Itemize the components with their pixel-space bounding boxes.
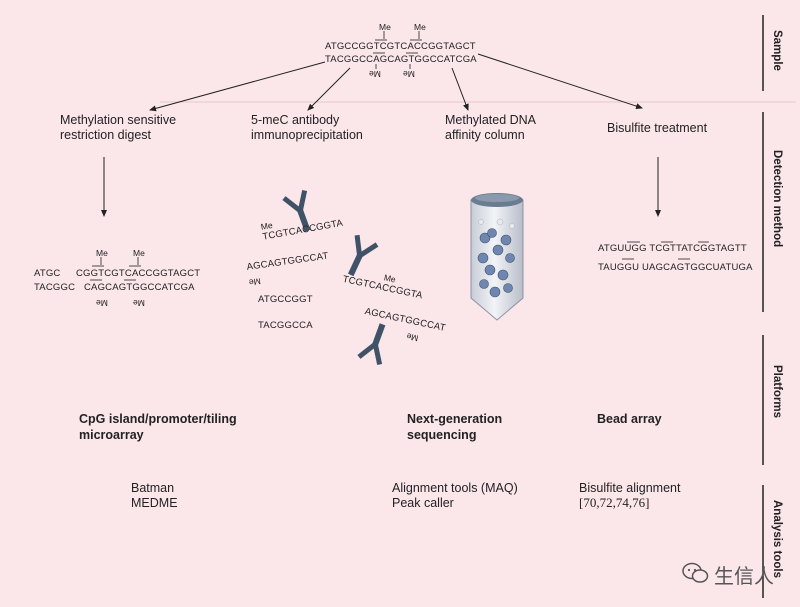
sample-top-strand: ATGCCGGTCGTCACCGGTAGCT bbox=[325, 41, 476, 52]
bound-beads bbox=[477, 228, 515, 298]
digest-top-right: CGGTCGTCACCGGTAGCT bbox=[76, 268, 201, 279]
digest-bottom-right: CAGCAGTGGCCATCGA bbox=[84, 282, 195, 293]
method-affinity-line1: Methylated DNA bbox=[445, 113, 537, 127]
arrow-to-bisulfite bbox=[477, 53, 643, 109]
me-label: Me bbox=[96, 248, 108, 258]
platform-ngs-line2: sequencing bbox=[407, 428, 477, 442]
tool-batman: Batman bbox=[131, 481, 175, 495]
me-label: Me bbox=[379, 22, 391, 32]
tool-alignment-maq: Alignment tools (MAQ) bbox=[392, 481, 518, 495]
antibody-icon bbox=[282, 190, 311, 232]
ip-fragment-3: ATGCCGGT bbox=[258, 294, 313, 305]
bisulfite-bottom-strand: TAUGGU UAGCAGTGGCUATUGA bbox=[598, 262, 753, 273]
tool-references: [70,72,74,76] bbox=[579, 495, 650, 510]
arrow-to-antibody bbox=[307, 67, 351, 111]
platform-microarray-line2: microarray bbox=[79, 428, 144, 442]
arrow-to-restriction bbox=[149, 61, 326, 112]
watermark-text: 生信人 bbox=[714, 566, 774, 588]
me-label: Me bbox=[414, 22, 426, 32]
tool-medme: MEDME bbox=[131, 496, 178, 510]
antibody-icon bbox=[347, 234, 379, 277]
method-bisulfite: Bisulfite treatment bbox=[607, 121, 708, 135]
bisulfite-top-strand: ATGUUGG TCGTTATCGGTAGTT bbox=[598, 243, 747, 254]
method-antibody-line2: immunoprecipitation bbox=[251, 128, 363, 142]
me-label: Me bbox=[133, 248, 145, 258]
digest-top-left: ATGC bbox=[34, 268, 61, 279]
method-affinity-line2: affinity column bbox=[445, 128, 525, 142]
sample-bottom-strand: TACGGCCAGCAGTGGCCATCGA bbox=[325, 54, 477, 65]
antibody-icon bbox=[357, 323, 386, 365]
method-restriction-line1: Methylation sensitive bbox=[60, 113, 177, 127]
ip-fragment-4: TACGGCCA bbox=[258, 320, 313, 331]
platform-ngs-line1: Next-generation bbox=[407, 412, 503, 426]
tool-peak-caller: Peak caller bbox=[392, 496, 454, 510]
platform-bead-array: Bead array bbox=[597, 412, 662, 426]
method-restriction-line2: restriction digest bbox=[60, 128, 152, 142]
digest-bottom-left: TACGGC bbox=[34, 282, 76, 293]
method-antibody-line1: 5-meC antibody bbox=[251, 113, 340, 127]
tool-bisulfite-alignment: Bisulfite alignment bbox=[579, 481, 681, 495]
platform-microarray-line1: CpG island/promoter/tiling bbox=[79, 412, 237, 426]
arrow-to-affinity bbox=[451, 67, 469, 111]
wechat-icon bbox=[682, 562, 709, 583]
